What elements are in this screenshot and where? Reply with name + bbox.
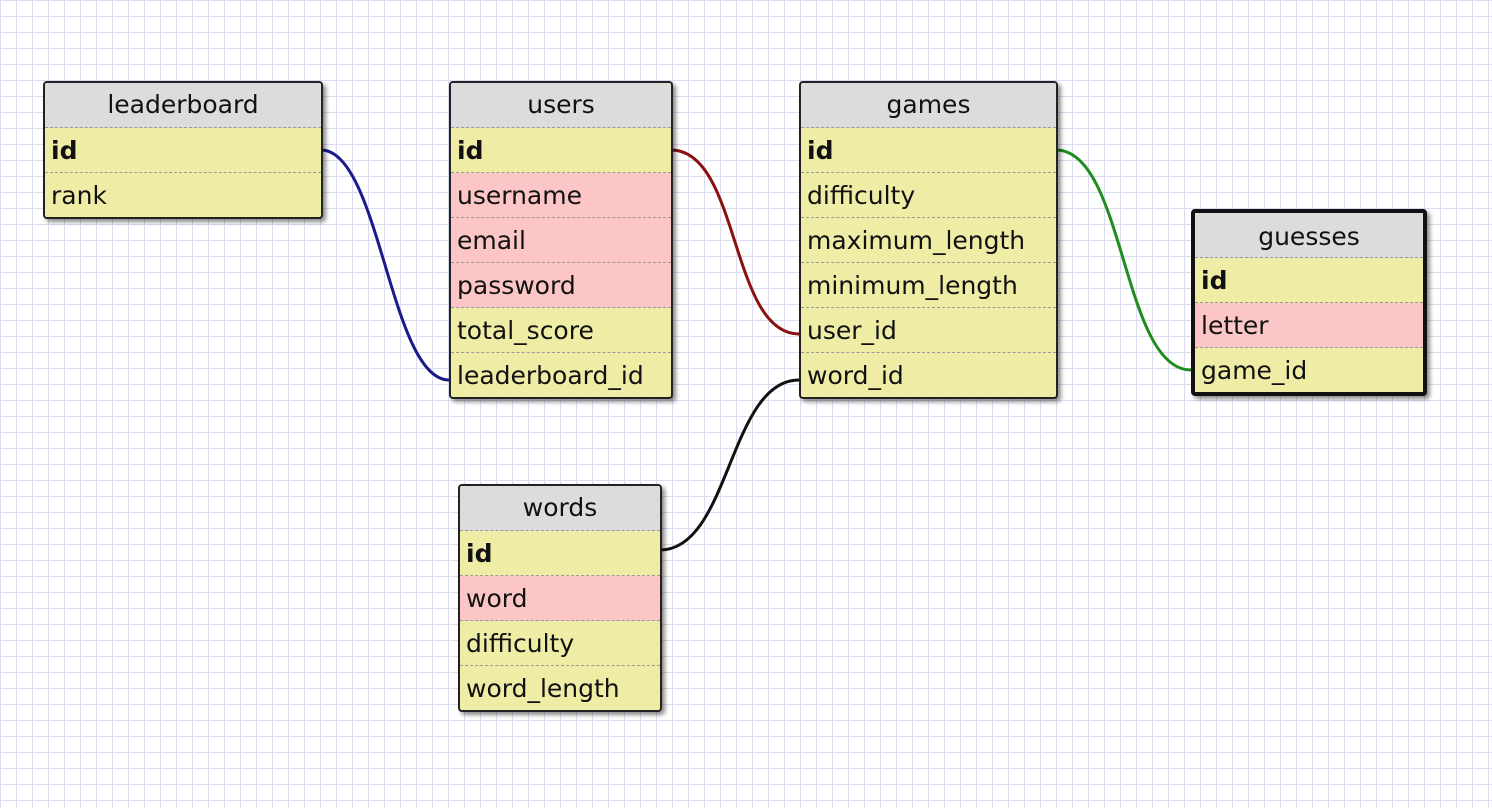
link-words-id-games-word-id[interactable] — [659, 378, 800, 552]
table-games[interactable]: games id difficulty maximum_length minim… — [799, 81, 1058, 399]
field-total-score[interactable]: total_score — [451, 308, 671, 353]
field-word-length[interactable]: word_length — [466, 674, 620, 703]
link-users-id-games-user-id[interactable] — [670, 148, 800, 336]
field-username[interactable]: username — [451, 173, 671, 218]
link-leaderboard-id-users-leaderboard-id[interactable] — [320, 148, 450, 382]
table-title[interactable]: users — [451, 83, 671, 128]
field-game-id[interactable]: game_id — [1201, 356, 1308, 385]
field-user-id[interactable]: user_id — [801, 308, 1056, 353]
field-minimum-length[interactable]: minimum_length — [801, 263, 1056, 308]
table-words[interactable]: words id word difficulty word_length — [458, 484, 662, 712]
table-title[interactable]: words — [460, 486, 660, 531]
field-password[interactable]: password — [451, 263, 671, 308]
field-maximum-length[interactable]: maximum_length — [801, 218, 1056, 263]
table-title[interactable]: games — [801, 83, 1056, 128]
field-id[interactable]: id — [1195, 258, 1423, 303]
field-leaderboard-id[interactable]: leaderboard_id — [457, 361, 644, 390]
field-difficulty[interactable]: difficulty — [460, 621, 660, 666]
field-id[interactable]: id — [451, 128, 671, 173]
field-letter[interactable]: letter — [1195, 303, 1423, 348]
field-id[interactable]: id — [45, 128, 321, 173]
table-guesses[interactable]: guesses id letter game_id — [1191, 209, 1427, 396]
table-title[interactable]: leaderboard — [45, 83, 321, 128]
field-id[interactable]: id — [801, 128, 1056, 173]
field-rank[interactable]: rank — [51, 181, 107, 210]
table-users[interactable]: users id username email password total_s… — [449, 81, 673, 399]
field-word-id[interactable]: word_id — [807, 361, 904, 390]
field-word[interactable]: word — [460, 576, 660, 621]
field-email[interactable]: email — [451, 218, 671, 263]
table-leaderboard[interactable]: leaderboard id rank — [43, 81, 323, 219]
table-title[interactable]: guesses — [1195, 213, 1423, 258]
field-id[interactable]: id — [460, 531, 660, 576]
link-games-id-guesses-game-id[interactable] — [1055, 148, 1192, 372]
field-difficulty[interactable]: difficulty — [801, 173, 1056, 218]
